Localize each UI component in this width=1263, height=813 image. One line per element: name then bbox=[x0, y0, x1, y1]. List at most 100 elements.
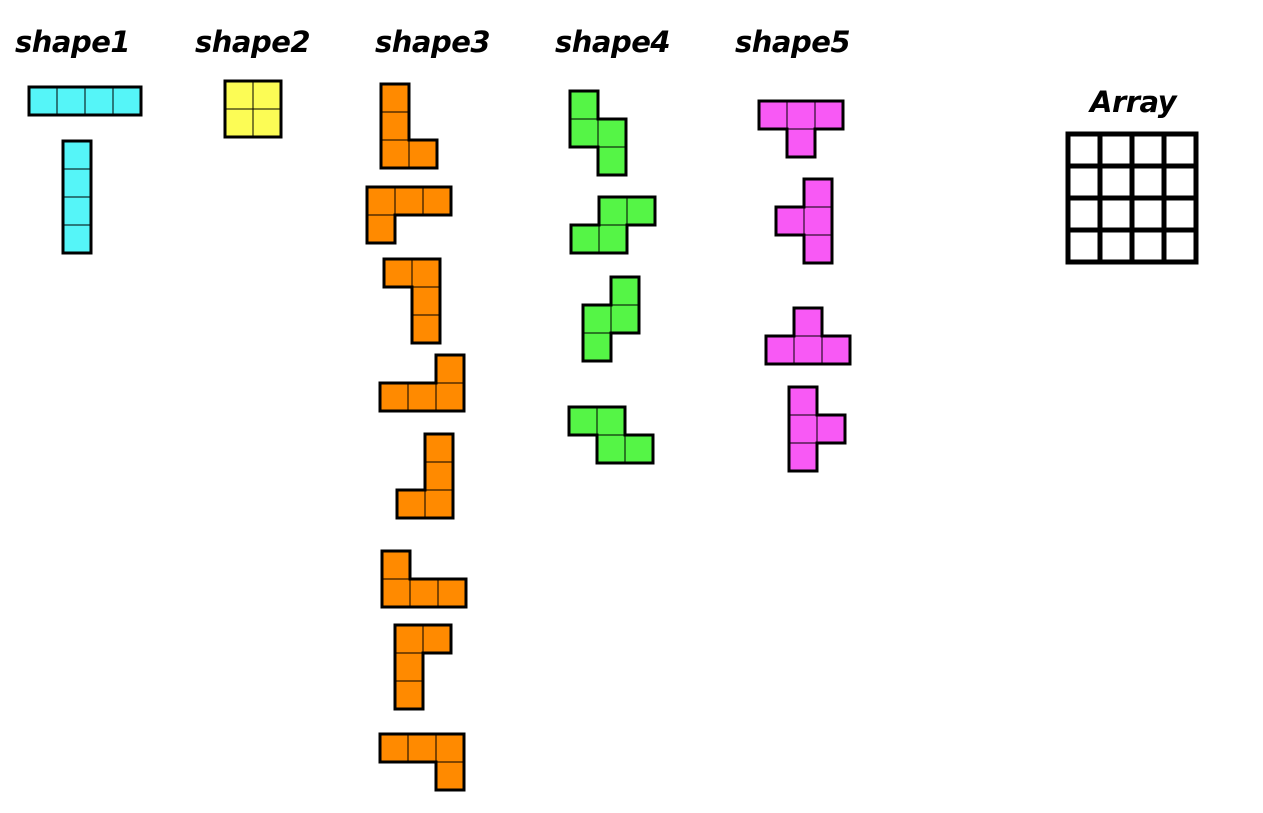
shape4-cell bbox=[596, 434, 626, 464]
shape3-cell bbox=[408, 139, 438, 169]
shape4-cell bbox=[597, 146, 627, 176]
shape3-cell bbox=[394, 186, 424, 216]
shape3-cell bbox=[380, 83, 410, 113]
shape5-cell bbox=[803, 178, 833, 208]
shape1-cell bbox=[62, 140, 92, 170]
shape3-cell bbox=[411, 314, 441, 344]
shape4-label: shape4 bbox=[555, 25, 671, 59]
shape4-cell bbox=[569, 118, 599, 148]
shape3-cell bbox=[409, 578, 439, 608]
shape4-cell bbox=[610, 304, 640, 334]
shape3-cell bbox=[407, 382, 437, 412]
shape3-cell bbox=[407, 733, 437, 763]
shape3-rotation-4 bbox=[378, 353, 466, 413]
shape2-square bbox=[223, 79, 283, 139]
shape5-label: shape5 bbox=[735, 25, 851, 59]
shape4-cell bbox=[582, 332, 612, 362]
shape5-cell bbox=[788, 442, 818, 472]
shape5-cell bbox=[816, 414, 846, 444]
array-cell bbox=[1161, 131, 1199, 169]
shape5-rotation-3 bbox=[764, 306, 852, 366]
array-cell bbox=[1161, 195, 1199, 233]
shape3-cell bbox=[381, 550, 411, 580]
array-grid bbox=[1065, 131, 1199, 265]
shape2-cell bbox=[252, 108, 282, 138]
array-cell bbox=[1065, 227, 1103, 265]
shape3-cell bbox=[379, 382, 409, 412]
shape1-cell bbox=[112, 86, 142, 116]
shape2-cell bbox=[224, 108, 254, 138]
shape3-cell bbox=[435, 382, 465, 412]
shape5-cell bbox=[821, 335, 851, 365]
shape3-cell bbox=[396, 489, 426, 519]
shape3-rotation-2 bbox=[365, 185, 453, 245]
array-cell bbox=[1065, 163, 1103, 201]
shape5-cell bbox=[803, 206, 833, 236]
shape4-cell bbox=[598, 196, 628, 226]
shape3-cell bbox=[424, 489, 454, 519]
shape3-rotation-7 bbox=[393, 623, 453, 711]
shape1-cell bbox=[56, 86, 86, 116]
shape4-cell bbox=[582, 304, 612, 334]
shape3-cell bbox=[394, 680, 424, 710]
shape3-cell bbox=[383, 258, 413, 288]
shape2-label: shape2 bbox=[195, 25, 311, 59]
shape3-rotation-8 bbox=[378, 732, 466, 792]
shape4-cell bbox=[597, 118, 627, 148]
shape1-cell bbox=[84, 86, 114, 116]
shape3-cell bbox=[411, 258, 441, 288]
shape5-cell bbox=[788, 414, 818, 444]
array-label: Array bbox=[1090, 85, 1177, 119]
shape3-rotation-1 bbox=[379, 82, 439, 170]
shape4-rotation-2 bbox=[569, 195, 657, 255]
shape3-rotation-3 bbox=[382, 257, 442, 345]
shape4-cell bbox=[568, 406, 598, 436]
array-cell bbox=[1097, 195, 1135, 233]
shape5-cell bbox=[788, 386, 818, 416]
shape4-cell bbox=[569, 90, 599, 120]
shape3-label: shape3 bbox=[375, 25, 491, 59]
array-cell bbox=[1129, 163, 1167, 201]
shape3-rotation-6 bbox=[380, 549, 468, 609]
shape1-cell bbox=[62, 224, 92, 254]
shape3-cell bbox=[422, 624, 452, 654]
shape3-cell bbox=[366, 214, 396, 244]
shape3-rotation-5 bbox=[395, 432, 455, 520]
shape3-cell bbox=[435, 761, 465, 791]
shape4-cell bbox=[570, 224, 600, 254]
shape5-cell bbox=[793, 307, 823, 337]
shape4-cell bbox=[626, 196, 656, 226]
shape3-cell bbox=[411, 286, 441, 316]
shape3-cell bbox=[422, 186, 452, 216]
shape4-rotation-1 bbox=[568, 89, 628, 177]
array-cell bbox=[1129, 195, 1167, 233]
shape1-label: shape1 bbox=[15, 25, 131, 59]
shape5-rotation-4 bbox=[787, 385, 847, 473]
shape5-cell bbox=[814, 100, 844, 130]
shape3-cell bbox=[394, 624, 424, 654]
array-cell bbox=[1065, 131, 1103, 169]
shape4-cell bbox=[610, 276, 640, 306]
shape5-cell bbox=[786, 128, 816, 158]
shape5-rotation-2 bbox=[774, 177, 834, 265]
shape1-cell bbox=[62, 168, 92, 198]
shape1-cell bbox=[28, 86, 58, 116]
shape5-cell bbox=[793, 335, 823, 365]
shape3-cell bbox=[435, 733, 465, 763]
array-cell bbox=[1097, 227, 1135, 265]
shape1-horizontal bbox=[27, 85, 143, 117]
array-cell bbox=[1097, 131, 1135, 169]
array-cell bbox=[1129, 227, 1167, 265]
shape4-cell bbox=[596, 406, 626, 436]
shape4-cell bbox=[598, 224, 628, 254]
array-cell bbox=[1161, 163, 1199, 201]
shape3-cell bbox=[437, 578, 467, 608]
shape1-vertical bbox=[61, 139, 93, 255]
shape2-cell bbox=[224, 80, 254, 110]
array-cell bbox=[1097, 163, 1135, 201]
shape1-cell bbox=[62, 196, 92, 226]
array-cell bbox=[1065, 195, 1103, 233]
shape4-cell bbox=[624, 434, 654, 464]
array-cell bbox=[1161, 227, 1199, 265]
